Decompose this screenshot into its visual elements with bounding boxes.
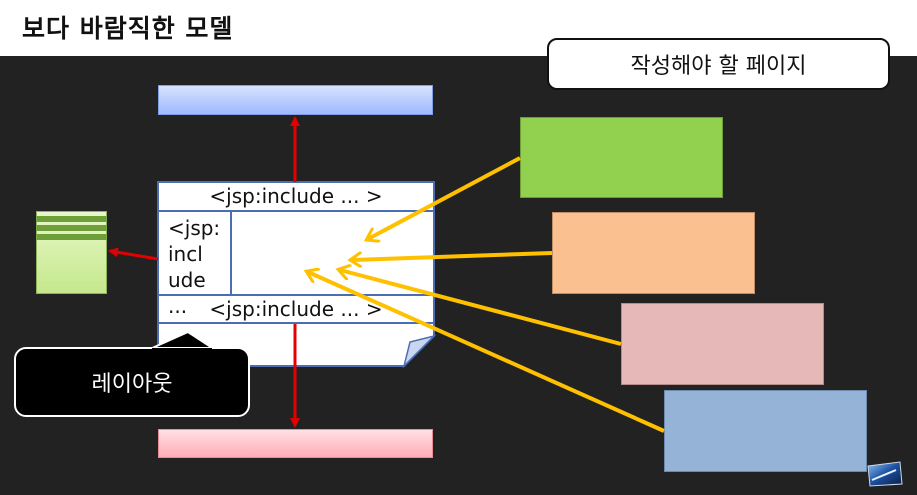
slide-title: 보다 바람직한 모델 [22,14,234,43]
page-box-steel [664,390,867,472]
notes-icon [36,211,107,294]
layout-document: <jsp:include ... > <jsp: incl ude ... <j… [158,182,434,366]
footer-block [158,429,433,458]
page-box-orange [552,212,755,294]
top-include-cell: <jsp:include ... > [158,182,434,212]
arrow-to-side [108,247,159,261]
header-block [158,85,433,115]
arrow-from-green [368,156,521,239]
page-box-rose [621,303,824,385]
arrow-from-rose [340,270,622,346]
pages-to-write-callout: 작성해야 할 페이지 [547,38,890,90]
page-box-green [520,117,723,198]
monitor-icon [867,461,903,487]
title-bar: 보다 바람직한 모델 [0,0,917,56]
bottom-include-cell: <jsp:include ... > [158,294,434,324]
arrow-from-orange [352,251,553,260]
layout-label: 레이아웃 [14,347,250,417]
arrow-from-steel [308,272,665,433]
